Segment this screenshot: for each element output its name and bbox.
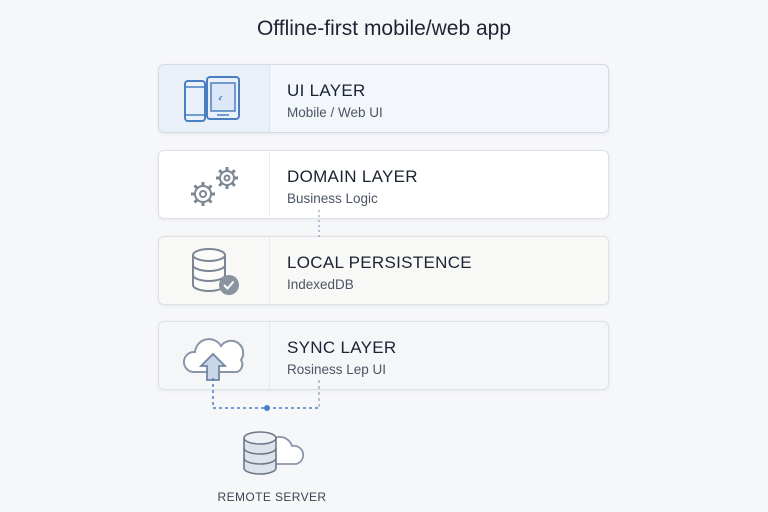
ui-layer-box: UI LAYER Mobile / Web UI: [158, 64, 609, 133]
devices-icon: [184, 76, 240, 122]
local-persistence-box: LOCAL PERSISTENCE IndexedDB: [158, 236, 609, 305]
domain-layer-icon-area: [159, 151, 270, 218]
local-persistence-title: LOCAL PERSISTENCE: [287, 253, 472, 272]
domain-layer-subtitle: Business Logic: [287, 191, 378, 206]
sync-layer-box: SYNC LAYER Rosiness Lep UI: [158, 321, 609, 390]
ui-layer-title: UI LAYER: [287, 81, 366, 100]
connector-dot: [264, 405, 270, 411]
local-persistence-icon-area: [159, 237, 270, 304]
remote-server-label: REMOTE SERVER: [217, 490, 327, 504]
cloud-database-icon: [243, 431, 305, 475]
diagram-title: Offline-first mobile/web app: [256, 17, 512, 40]
ui-layer-icon-area: [159, 65, 270, 132]
sync-layer-icon-area: [159, 322, 270, 389]
domain-layer-box: DOMAIN LAYER Business Logic: [158, 150, 609, 219]
domain-layer-title: DOMAIN LAYER: [287, 167, 418, 186]
local-persistence-subtitle: IndexedDB: [287, 277, 354, 292]
gears-icon: [191, 167, 238, 206]
sync-layer-subtitle: Rosiness Lep UI: [287, 362, 387, 377]
sync-layer-title: SYNC LAYER: [287, 338, 397, 357]
ui-layer-subtitle: Mobile / Web UI: [287, 105, 383, 120]
cloud-upload-icon: [183, 338, 245, 381]
database-check-icon: [192, 248, 239, 295]
